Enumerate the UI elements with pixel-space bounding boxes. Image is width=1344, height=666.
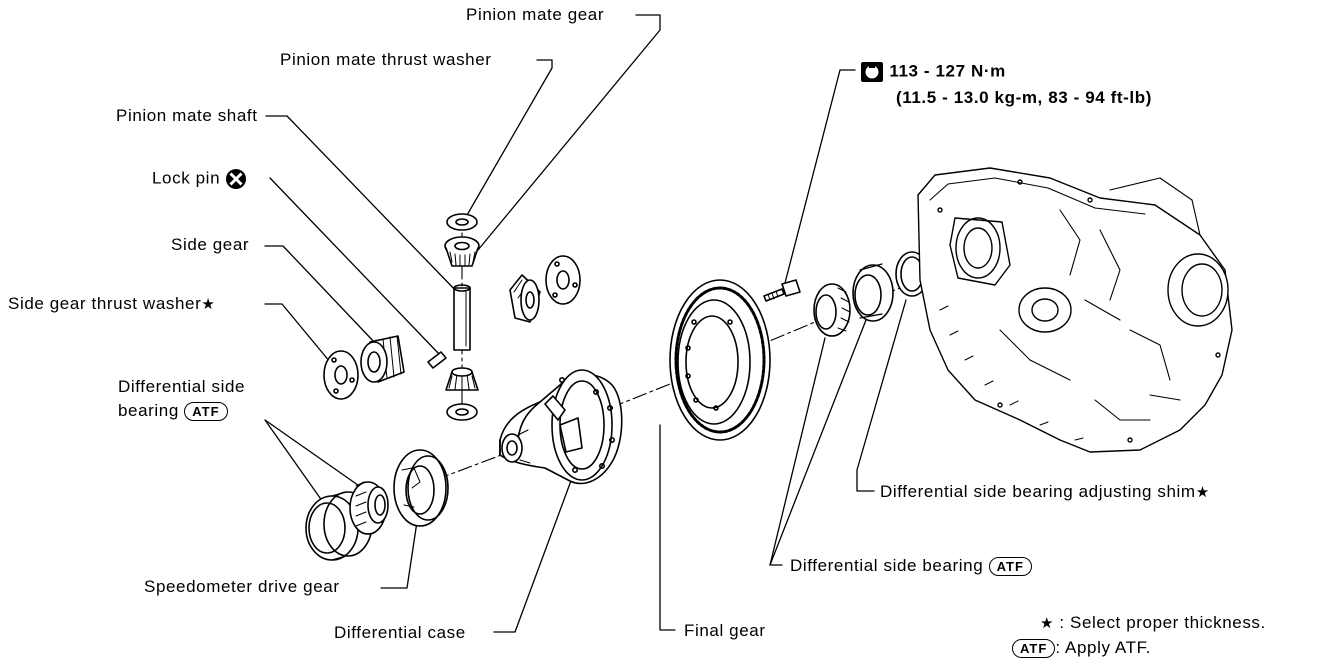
leader-lines: [264, 14, 907, 633]
label-differential-side-bearing-left: bearing ATF: [118, 401, 228, 422]
lock-pin-part: [427, 351, 447, 369]
label-differential-case: Differential case: [334, 623, 466, 642]
legend-star-text: : Select proper thickness.: [1059, 613, 1266, 632]
speedometer-drive-gear: [393, 449, 449, 527]
differential-side-bearing-line2-text: bearing: [118, 401, 179, 420]
star-icon: ★: [1195, 484, 1210, 501]
legend-atf: ATF: Apply ATF.: [1012, 638, 1152, 659]
side-gear-thrust-washer-right: [545, 255, 581, 305]
star-icon: ★: [1040, 615, 1055, 632]
label-final-gear: Final gear: [684, 621, 766, 640]
pinion-mate-shaft: [453, 284, 471, 351]
final-gear-bolt: [763, 279, 801, 302]
label-pinion-mate-shaft: Pinion mate shaft: [116, 106, 258, 125]
side-gear-thrust-washer-left: [323, 350, 359, 400]
side-gear-thrust-washer-text: Side gear thrust washer: [8, 294, 202, 313]
label-pinion-mate-gear: Pinion mate gear: [466, 5, 605, 24]
differential-side-bearing-cone-right: [813, 283, 851, 337]
differential-case-part: [499, 369, 623, 485]
pinion-mate-thrust-washer-top: [446, 213, 478, 231]
label-lock-pin: Lock pin: [152, 168, 247, 190]
final-gear-part: [669, 279, 771, 441]
label-adjusting-shim: Differential side bearing adjusting shim…: [880, 483, 1210, 500]
replace-x-icon: [226, 169, 247, 189]
legend-star: ★ : Select proper thickness.: [1040, 614, 1266, 631]
atf-badge: ATF: [988, 557, 1032, 577]
transaxle-case: [917, 167, 1233, 453]
torque-spec-line2: (11.5 - 13.0 kg-m, 83 - 94 ft-lb): [896, 88, 1152, 107]
label-side-gear: Side gear: [171, 235, 250, 254]
side-gear-left: [360, 335, 405, 383]
differential-side-bearing-outer-race-left: [305, 491, 373, 561]
label-speedometer-drive-gear: Speedometer drive gear: [144, 577, 340, 596]
differential-side-bearing-right-text: Differential side bearing: [790, 556, 984, 575]
label-differential-side-bearing-right: Differential side bearing ATF: [790, 556, 1032, 577]
pinion-mate-gear-bottom: [445, 367, 479, 391]
differential-side-bearing-cone-left: [349, 481, 389, 535]
star-icon: ★: [201, 296, 216, 313]
lock-pin-text: Lock pin: [152, 168, 221, 188]
adjusting-shim-text: Differential side bearing adjusting shim: [880, 482, 1196, 501]
pinion-mate-gear-top: [444, 236, 480, 267]
atf-badge: ATF: [184, 402, 228, 422]
label-pinion-mate-thrust-washer: Pinion mate thrust washer: [280, 50, 492, 69]
differential-side-bearing-outer-race-right: [852, 263, 894, 322]
label-side-gear-thrust-washer: Side gear thrust washer★: [8, 295, 215, 312]
side-gear-right: [509, 274, 541, 323]
torque-line1: 113 - 127 N·m: [889, 61, 1006, 81]
torque-spec: 113 - 127 N·m: [860, 61, 1006, 83]
pinion-mate-thrust-washer-bottom: [446, 403, 478, 421]
legend-atf-text: : Apply ATF.: [1055, 638, 1152, 657]
torque-wrench-icon: [861, 62, 883, 82]
label-differential-side-bearing-line1: Differential side: [118, 377, 246, 396]
atf-badge: ATF: [1012, 639, 1056, 659]
